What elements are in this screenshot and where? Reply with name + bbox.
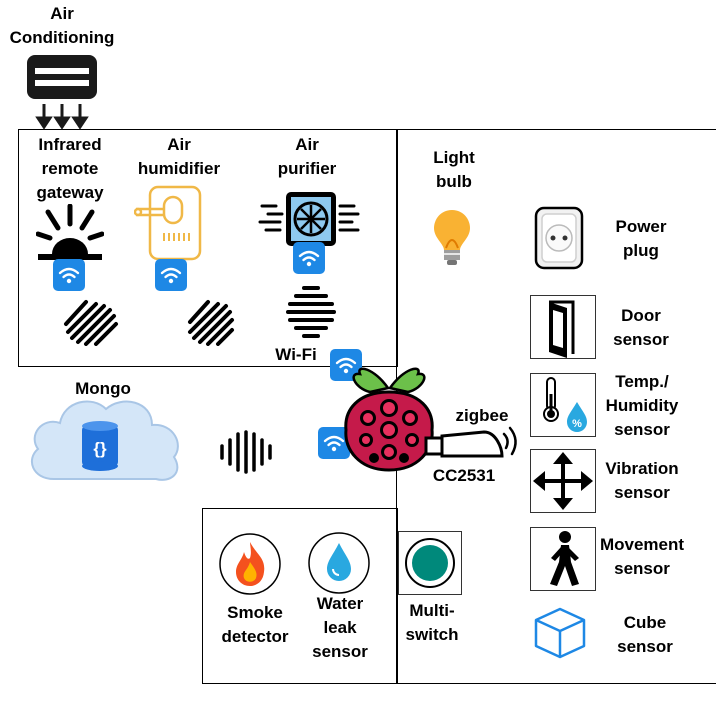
signal-waves-icon xyxy=(220,430,272,474)
air-humidifier-label: Air humidifier xyxy=(137,135,221,178)
vibration-sensor-label: Vibration sensor xyxy=(605,459,679,502)
usb-dongle-icon xyxy=(424,426,517,458)
power-plug-label: Power plug xyxy=(615,217,667,260)
svg-text:{}: {} xyxy=(93,439,107,458)
air-purifier-label: Air purifier xyxy=(277,135,337,178)
signal-waves-icon xyxy=(188,300,234,346)
temp-humidity-sensor-label: Temp./ Humidity sensor xyxy=(605,372,679,439)
zigbee-safety-group xyxy=(202,508,398,684)
signal-waves-icon xyxy=(286,286,336,338)
door-icon xyxy=(530,295,596,359)
mongo-label: Mongo xyxy=(75,379,131,398)
multi-switch-label: Multi- switch xyxy=(405,601,459,644)
move-arrows-icon xyxy=(530,449,596,513)
infrared-gateway-label: Infrared remote gateway xyxy=(36,135,104,202)
door-sensor-label: Door sensor xyxy=(613,306,669,349)
wifi-icon xyxy=(53,259,85,291)
cube-icon xyxy=(534,607,586,659)
database-icon: {} xyxy=(82,421,118,471)
air-conditioning-label: Air Conditioning xyxy=(9,4,115,47)
signal-waves-icon xyxy=(64,300,118,346)
light-bulb-icon xyxy=(434,210,470,265)
wifi-devices-group xyxy=(18,129,398,367)
infrared-light-icon xyxy=(36,204,104,260)
switch-button-icon xyxy=(398,531,462,595)
power-plug-icon xyxy=(534,206,584,270)
humidifier-icon xyxy=(134,185,202,261)
air-purifier-icon xyxy=(258,192,360,246)
air-conditioner-icon xyxy=(27,55,97,130)
water-leak-sensor-label: Water leak sensor xyxy=(312,594,368,661)
raspberry-pi-icon xyxy=(344,367,434,472)
zigbee-label: zigbee xyxy=(455,406,509,425)
cube-sensor-label: Cube sensor xyxy=(617,613,673,656)
thermometer-icon: % xyxy=(530,373,596,437)
smoke-detector-label: Smoke detector xyxy=(221,603,289,646)
light-bulb-label: Light bulb xyxy=(433,148,475,191)
svg-text:%: % xyxy=(572,418,582,430)
walking-person-icon xyxy=(530,527,596,591)
wifi-label: Wi-Fi xyxy=(275,345,317,364)
water-drop-icon xyxy=(308,532,370,594)
wifi-icon xyxy=(155,259,187,291)
fire-icon xyxy=(219,533,281,595)
wifi-icon xyxy=(293,242,325,274)
cc2531-label: CC2531 xyxy=(432,466,496,485)
movement-sensor-label: Movement sensor xyxy=(599,535,685,578)
